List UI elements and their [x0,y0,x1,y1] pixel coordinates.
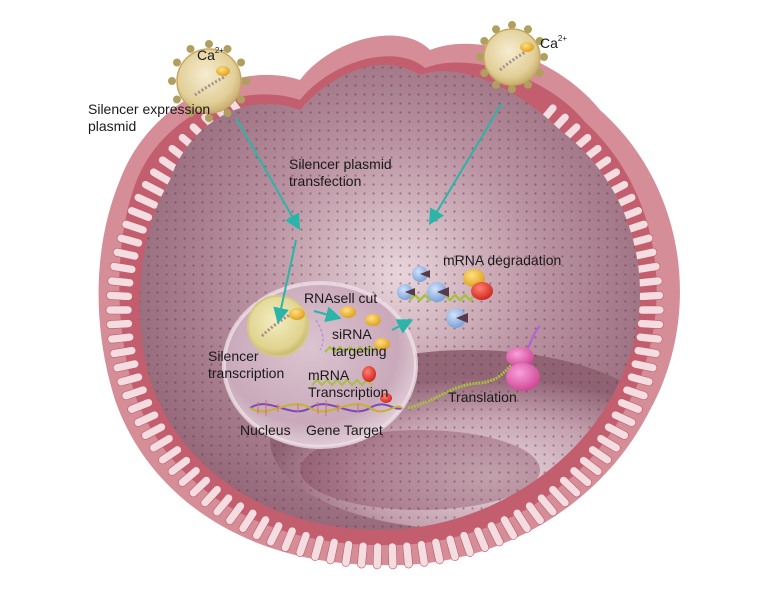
arrow-right-transfection [428,102,503,226]
protein-molecule [362,366,376,382]
arrow-rnase-cut [313,306,342,323]
rnase-icon [446,308,468,328]
ribosome-large [506,363,540,391]
dna-helix [249,400,403,416]
ca-particle-left [168,40,250,122]
label-rnasell-cut: RNAsell cut [304,290,378,306]
label-nucleus: Nucleus [240,422,291,438]
label-gene-target: Gene Target [306,422,383,438]
arrow-to-nucleus [273,239,297,324]
label-silencer-plasmid-transfection: Silencer plasmid transfection [289,156,392,189]
label-silencer-transcription: Silencer transcription [208,348,285,381]
ca-particle-right [476,21,548,93]
label-mrna-degradation: mRNA degradation [443,252,562,268]
nuclear-plasmid [247,295,309,357]
rnase-complex [397,266,493,328]
label-mrna-transcription: mRNA Transcription [308,367,389,400]
rnase-icon [412,266,430,282]
arrow-to-degradation [391,319,414,334]
sirna-molecule [374,338,390,350]
ca-label-right: Ca2+ [540,34,568,51]
rnase-icon [427,282,449,302]
translation-complex [407,325,541,410]
label-translation: Translation [448,389,517,405]
ribosome-small [506,347,534,367]
label-silencer-expression-plasmid: Silencer expression plasmid [88,101,211,134]
rnase-icon [397,284,415,300]
nucleus [222,281,418,449]
pathway-arrows [235,102,503,334]
label-sirna-targeting: siRNA targeting [332,326,387,359]
arrow-transfection [235,117,300,231]
sirna-molecule [340,306,356,318]
ca-label-left: Ca2+ [197,46,225,63]
cytoplasm [139,64,640,530]
sirna-molecule [365,314,381,326]
